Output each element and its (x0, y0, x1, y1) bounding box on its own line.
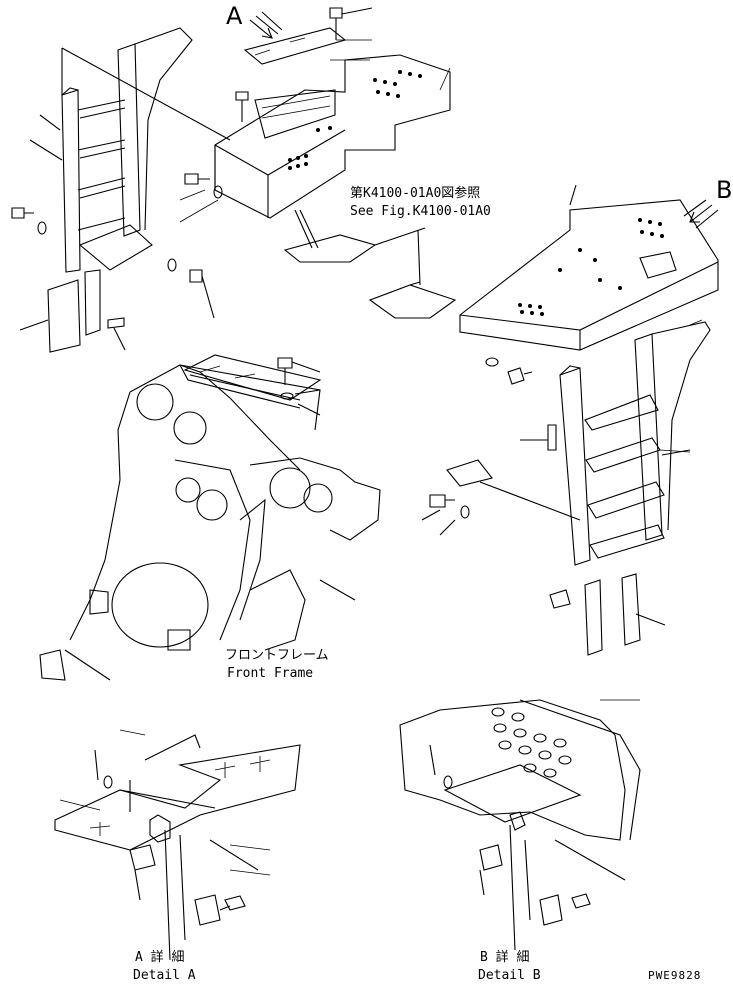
detail-a-label-en: Detail A (133, 968, 196, 983)
right-step-platform (368, 184, 719, 385)
detail-b-label-en: Detail B (478, 968, 541, 983)
view-a-arrow (249, 11, 283, 39)
left-step-platform (184, 7, 451, 219)
left-ladder (11, 27, 231, 353)
front-frame (39, 354, 381, 681)
view-a-marker: A (226, 2, 243, 30)
detail-a-label-jp: A 詳 細 (135, 950, 185, 965)
reference-note-en: See Fig.K4100-01A0 (350, 204, 491, 219)
detail-b-drawing (399, 699, 641, 951)
front-frame-label-jp: フロントフレーム (225, 648, 329, 663)
view-b-marker: B (716, 176, 733, 204)
reference-note-jp: 第K4100-01A0図参照 (350, 186, 481, 201)
detail-b-label-jp: B 詳 細 (480, 950, 530, 965)
pedal-bracket (283, 209, 426, 263)
drawing-code: PWE9828 (648, 969, 702, 982)
detail-a-drawing (54, 734, 301, 961)
right-ladder (421, 321, 711, 656)
front-frame-label-en: Front Frame (227, 666, 314, 681)
view-b-arrow (683, 199, 719, 229)
